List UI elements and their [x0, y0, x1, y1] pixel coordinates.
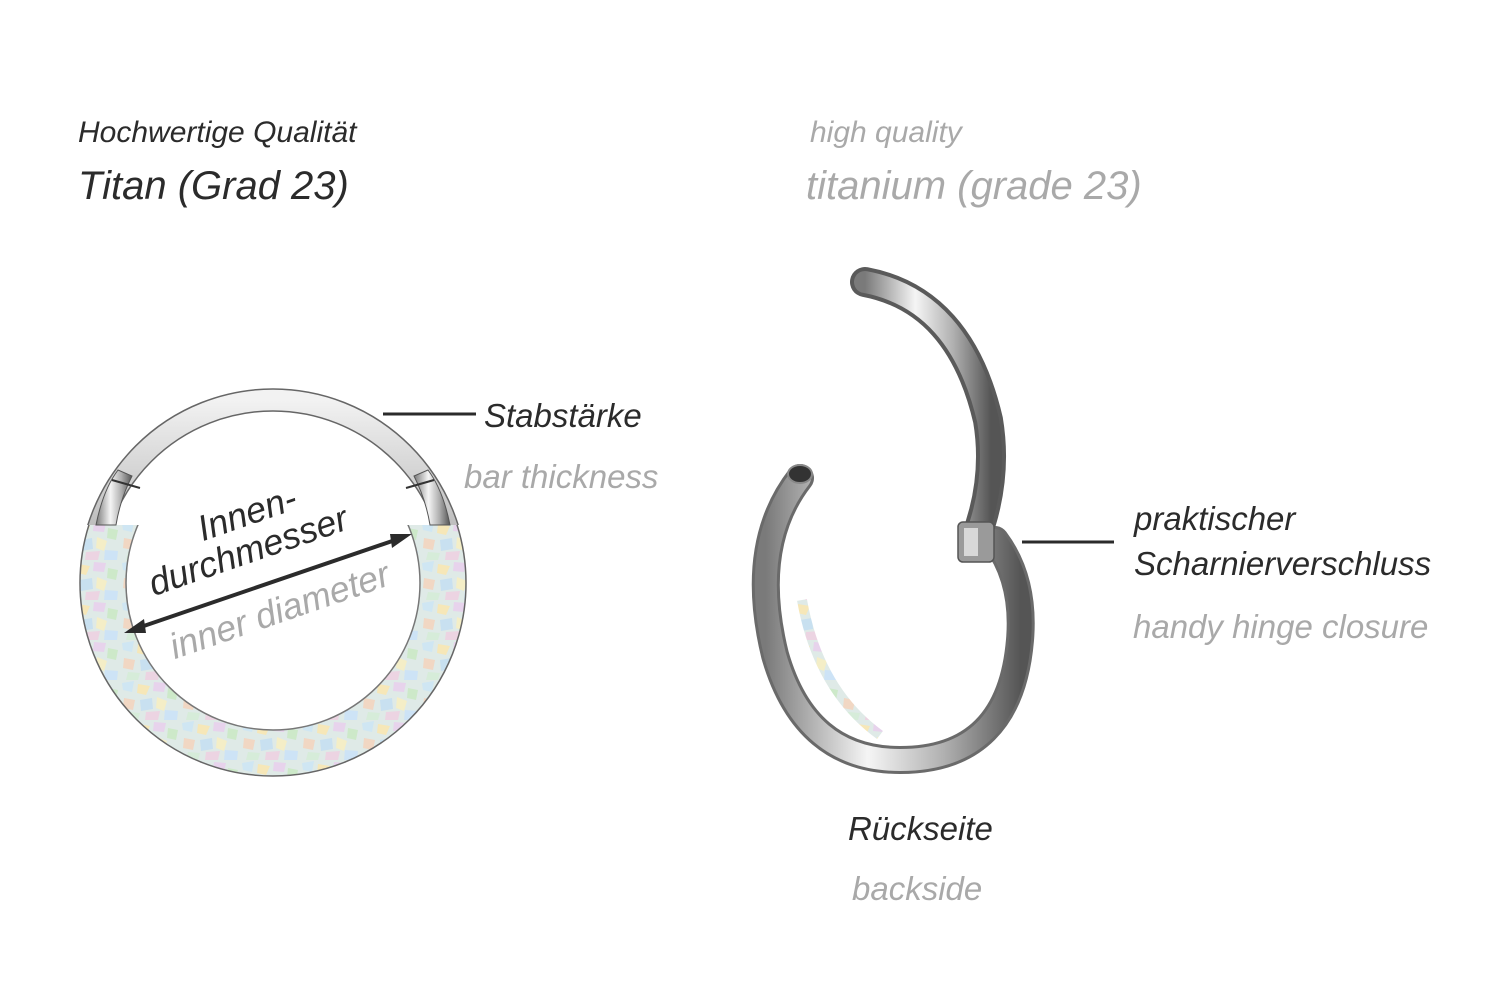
backside-label-de: Rückseite [848, 810, 993, 847]
en-quality-heading: high quality [810, 116, 962, 149]
front-ring-side-posts [95, 469, 451, 526]
inner-diameter-arrow [124, 534, 412, 633]
bar-thickness-label-en: bar thickness [464, 458, 659, 495]
bar-thickness-label-de: Stabstärke [484, 397, 642, 434]
de-material-heading: Titan (Grad 23) [78, 164, 349, 208]
backside-label-en: backside [852, 870, 983, 907]
hinge-label-de-1: praktischer [1134, 500, 1296, 537]
front-ring-opal-segment [79, 525, 467, 777]
en-material-heading: titanium (grade 23) [806, 164, 1142, 208]
de-quality-heading: Hochwertige Qualität [78, 116, 357, 149]
back-ring-upper-arc [850, 267, 1006, 563]
hinge-label-de-2: Scharnierverschluss [1134, 545, 1432, 582]
front-ring-metal-top [87, 388, 459, 525]
back-ring-lower [751, 464, 1035, 775]
hinge-label-en: handy hinge closure [1133, 608, 1429, 645]
